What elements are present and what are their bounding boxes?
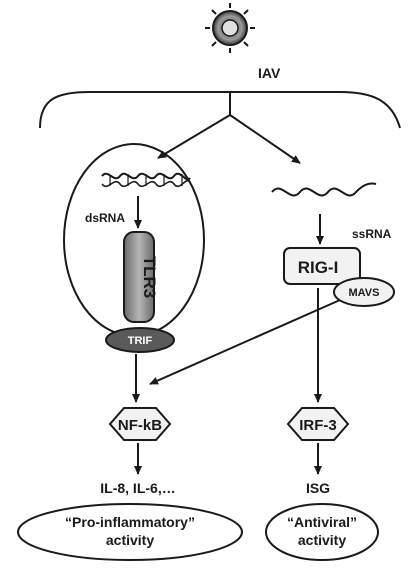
trif-label: TRIF xyxy=(128,335,153,347)
antiviral-line2: activity xyxy=(298,532,346,548)
nfkb-genes-label: IL-8, IL-6,… xyxy=(100,480,175,496)
mavs-label: MAVS xyxy=(349,287,380,299)
dsrna-helix-icon xyxy=(102,174,190,187)
fork-arrow-right xyxy=(230,115,300,163)
nfkb-label: NF-kB xyxy=(118,417,162,434)
tlr3-label: TLR3 xyxy=(140,256,159,299)
proinflammatory-line1: “Pro-inflammatory” xyxy=(65,514,195,530)
fork-arrow-left xyxy=(158,115,230,158)
ssrna-wave-icon xyxy=(272,183,376,195)
bracket-line xyxy=(40,92,400,128)
irf3-label: IRF-3 xyxy=(299,417,337,434)
antiviral-line1: “Antiviral” xyxy=(287,514,357,530)
virus-icon xyxy=(205,3,255,53)
rigi-label: RIG-I xyxy=(298,258,339,277)
isg-label: ISG xyxy=(306,480,330,496)
virus-label: IAV xyxy=(258,65,281,81)
dsrna-label: dsRNA xyxy=(85,211,125,225)
proinflammatory-line2: activity xyxy=(106,532,154,548)
ssrna-label: ssRNA xyxy=(352,227,392,241)
